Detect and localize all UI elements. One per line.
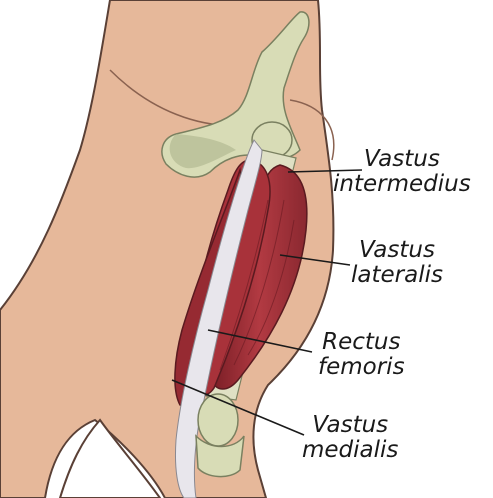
label-line-2: intermedius xyxy=(333,172,471,197)
label-vastus-lateralis: Vastus lateralis xyxy=(351,238,443,288)
label-line-1: Rectus xyxy=(318,330,405,355)
patella xyxy=(198,394,238,446)
label-vastus-intermedius: Vastus intermedius xyxy=(333,147,471,197)
label-rectus-femoris: Rectus femoris xyxy=(318,330,405,380)
label-line-1: Vastus xyxy=(333,147,471,172)
label-line-2: medialis xyxy=(302,438,398,463)
label-line-1: Vastus xyxy=(302,413,398,438)
label-line-1: Vastus xyxy=(351,238,443,263)
label-vastus-medialis: Vastus medialis xyxy=(302,413,398,463)
label-line-2: femoris xyxy=(318,355,405,380)
label-line-2: lateralis xyxy=(351,263,443,288)
